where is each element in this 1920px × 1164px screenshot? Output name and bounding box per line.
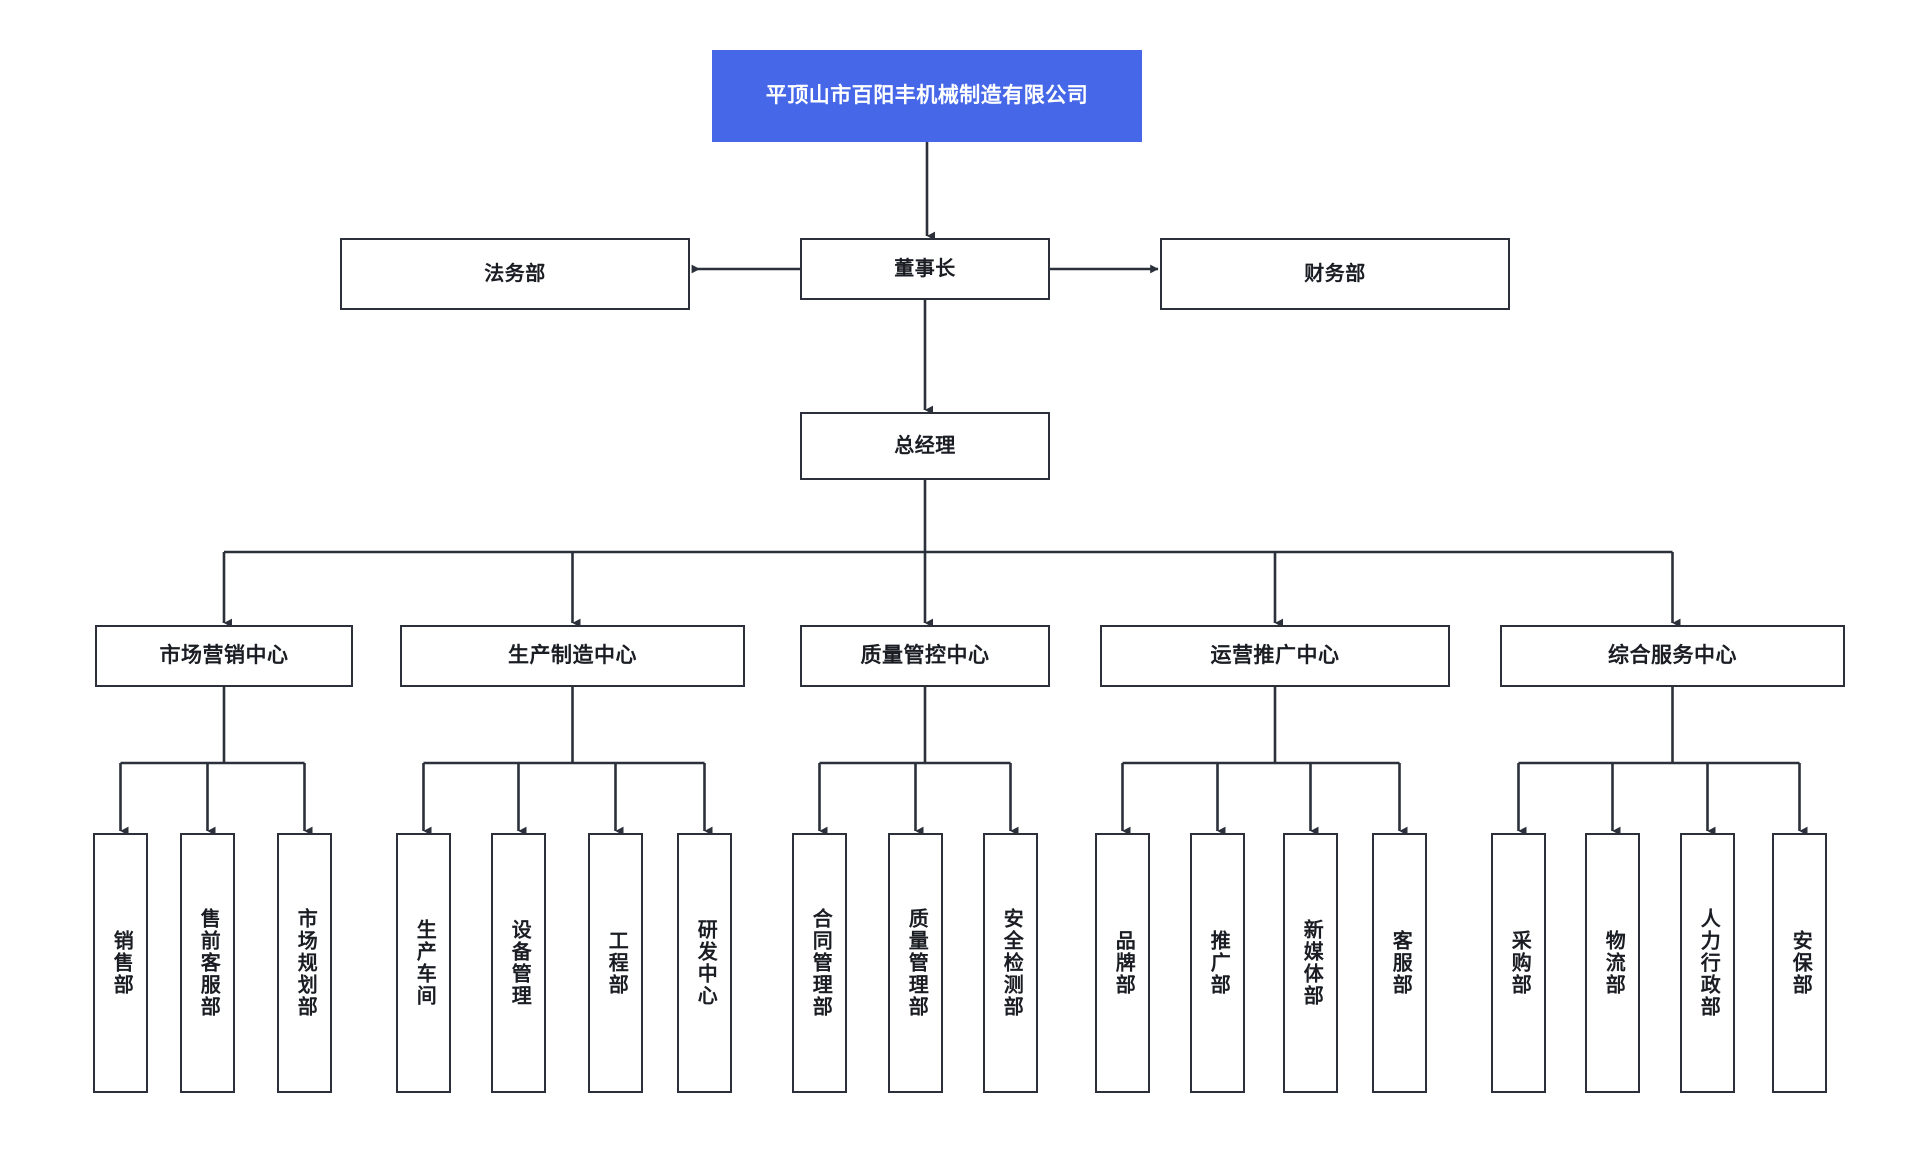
legal-department-box-label: 法务部 xyxy=(484,262,546,285)
department-box-4-2[interactable]: 推广部 xyxy=(1190,833,1245,1093)
chairman-box[interactable]: 董事长 xyxy=(800,238,1050,300)
department-box-2-3[interactable]: 工程部 xyxy=(588,833,643,1093)
department-box-5-2-label: 物流部 xyxy=(1602,930,1625,996)
center-box-2[interactable]: 生产制造中心 xyxy=(400,625,745,687)
department-box-3-3-label: 安全检测部 xyxy=(1000,908,1023,1018)
department-box-2-3-label: 工程部 xyxy=(605,930,628,996)
general-manager-box[interactable]: 总经理 xyxy=(800,412,1050,480)
department-box-3-1[interactable]: 合同管理部 xyxy=(792,833,847,1093)
root-company-box-label: 平顶山市百阳丰机械制造有限公司 xyxy=(765,84,1089,108)
edge-group xyxy=(119,142,1808,836)
department-box-5-1-label: 采购部 xyxy=(1508,930,1531,996)
department-box-1-2-label: 售前客服部 xyxy=(197,908,220,1018)
center-box-4[interactable]: 运营推广中心 xyxy=(1100,625,1450,687)
department-box-2-4[interactable]: 研发中心 xyxy=(677,833,732,1093)
department-box-2-2-label: 设备管理 xyxy=(508,919,531,1007)
department-box-1-1-label: 销售部 xyxy=(110,930,133,996)
department-box-1-2[interactable]: 售前客服部 xyxy=(180,833,235,1093)
department-box-5-2[interactable]: 物流部 xyxy=(1585,833,1640,1093)
center-box-1-label: 市场营销中心 xyxy=(159,644,289,668)
department-box-3-1-label: 合同管理部 xyxy=(809,908,832,1018)
root-company-box[interactable]: 平顶山市百阳丰机械制造有限公司 xyxy=(712,50,1142,142)
department-box-4-1[interactable]: 品牌部 xyxy=(1095,833,1150,1093)
center-box-5-label: 综合服务中心 xyxy=(1608,644,1737,668)
department-box-5-4[interactable]: 安保部 xyxy=(1772,833,1827,1093)
department-box-2-4-label: 研发中心 xyxy=(694,919,717,1007)
legal-department-box[interactable]: 法务部 xyxy=(340,238,690,310)
finance-department-box[interactable]: 财务部 xyxy=(1160,238,1510,310)
center-box-5[interactable]: 综合服务中心 xyxy=(1500,625,1845,687)
finance-department-box-label: 财务部 xyxy=(1304,262,1366,285)
department-box-3-2[interactable]: 质量管理部 xyxy=(888,833,943,1093)
department-box-1-3[interactable]: 市场规划部 xyxy=(277,833,332,1093)
department-box-3-3[interactable]: 安全检测部 xyxy=(983,833,1038,1093)
center-box-3-label: 质量管控中心 xyxy=(860,644,990,668)
center-box-2-label: 生产制造中心 xyxy=(508,644,637,668)
department-box-4-2-label: 推广部 xyxy=(1207,930,1230,996)
department-box-4-1-label: 品牌部 xyxy=(1112,930,1135,996)
department-box-1-1[interactable]: 销售部 xyxy=(93,833,148,1093)
department-box-5-4-label: 安保部 xyxy=(1789,930,1812,996)
department-box-5-3-label: 人力行政部 xyxy=(1697,908,1720,1018)
center-box-3[interactable]: 质量管控中心 xyxy=(800,625,1050,687)
department-box-5-3[interactable]: 人力行政部 xyxy=(1680,833,1735,1093)
general-manager-box-label: 总经理 xyxy=(894,434,956,457)
center-box-1[interactable]: 市场营销中心 xyxy=(95,625,353,687)
department-box-2-1-label: 生产车间 xyxy=(413,919,436,1007)
chairman-box-label: 董事长 xyxy=(894,257,956,280)
department-box-4-4[interactable]: 客服部 xyxy=(1372,833,1427,1093)
department-box-4-3[interactable]: 新媒体部 xyxy=(1283,833,1338,1093)
department-box-3-2-label: 质量管理部 xyxy=(905,908,928,1018)
department-box-2-2[interactable]: 设备管理 xyxy=(491,833,546,1093)
department-box-4-4-label: 客服部 xyxy=(1389,930,1412,996)
department-box-4-3-label: 新媒体部 xyxy=(1300,919,1323,1007)
department-box-5-1[interactable]: 采购部 xyxy=(1491,833,1546,1093)
department-box-1-3-label: 市场规划部 xyxy=(294,908,317,1018)
center-box-4-label: 运营推广中心 xyxy=(1210,644,1340,668)
department-box-2-1[interactable]: 生产车间 xyxy=(396,833,451,1093)
